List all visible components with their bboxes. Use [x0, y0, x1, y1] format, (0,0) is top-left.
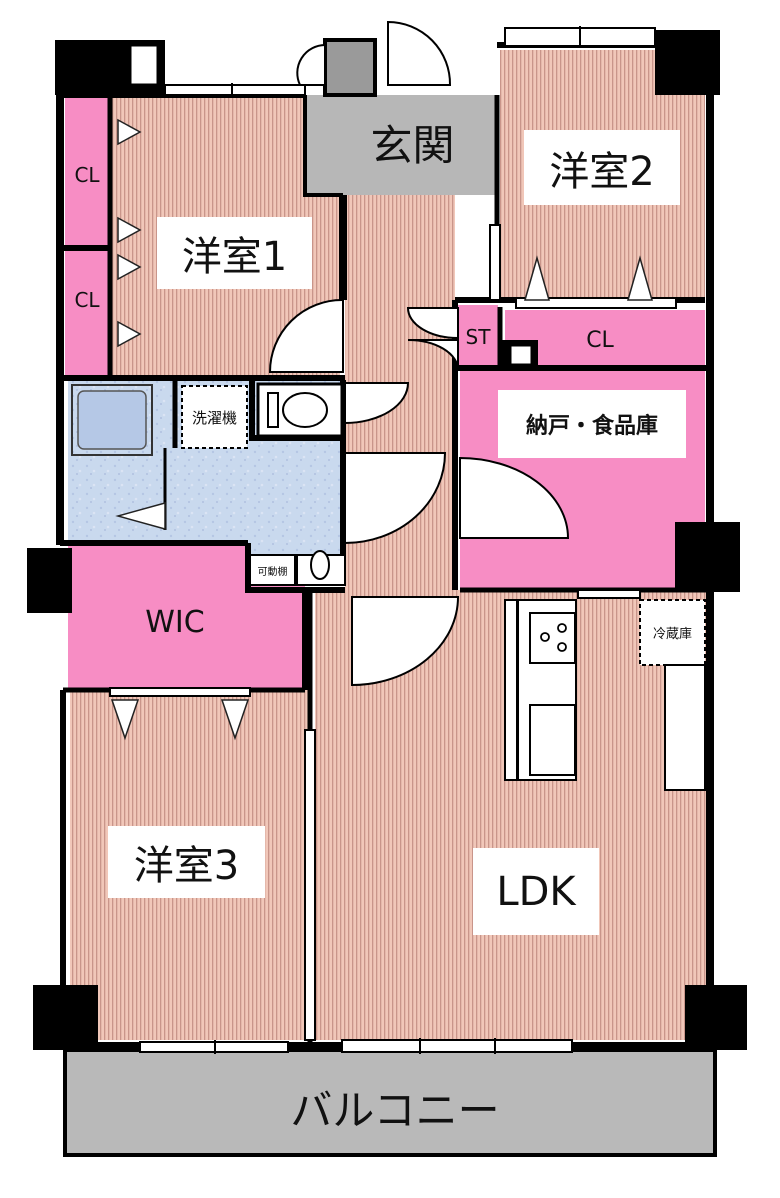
cl-mid-area — [65, 250, 110, 375]
wash-basin — [310, 550, 330, 580]
label-cl-right: CL — [586, 327, 614, 353]
label-nando: 納戸・食品庫 — [498, 390, 686, 458]
pillar-mid-right — [675, 522, 740, 592]
label-st: ST — [465, 325, 491, 349]
pillar-top-right — [655, 30, 720, 95]
pillar-mid-left — [27, 548, 72, 613]
door-washroom — [344, 452, 447, 545]
kitchen-counter-right — [664, 664, 706, 791]
shelf-box — [249, 554, 296, 586]
label-wic: WIC — [145, 605, 205, 640]
genkan-area — [305, 95, 497, 195]
sink — [529, 704, 576, 776]
label-yoshitsu2: 洋室2 — [524, 130, 680, 205]
stove — [529, 612, 576, 664]
door-ldk — [351, 596, 460, 687]
label-cl-top: CL — [74, 163, 100, 187]
cl-top-area — [65, 95, 110, 245]
door-yoshitsu1 — [268, 298, 344, 373]
pillar-bottom-left — [33, 985, 98, 1050]
label-yoshitsu1: 洋室1 — [157, 217, 312, 289]
door-entrance-left — [296, 43, 326, 86]
door-st-right — [407, 339, 459, 371]
bathtub — [71, 384, 153, 456]
door-toilet — [344, 382, 410, 425]
door-st-left — [406, 307, 459, 340]
label-fridge: 冷蔵庫 — [652, 626, 692, 642]
label-yoshitsu3: 洋室3 — [108, 826, 265, 898]
balcony-area — [63, 1048, 717, 1157]
label-genkan: 玄関 — [370, 121, 455, 170]
entrance-door-block — [323, 38, 377, 97]
label-washer: 洗濯機 — [191, 408, 237, 427]
washer-space — [181, 385, 248, 449]
label-cl-mid: CL — [74, 288, 100, 312]
label-shelf: 可動棚 — [257, 566, 288, 578]
pillar-bottom-right — [685, 985, 747, 1050]
st-area — [458, 305, 498, 365]
cl-right-area — [505, 310, 705, 365]
door-entrance-right — [387, 20, 452, 86]
toilet — [282, 392, 328, 428]
window-balcony-right — [341, 1039, 573, 1053]
label-ldk: LDK — [473, 848, 599, 935]
door-nando — [459, 456, 570, 539]
label-balcony: バルコニー — [290, 1086, 500, 1135]
window-yoshitsu1 — [164, 84, 306, 96]
fridge-space — [639, 599, 706, 666]
